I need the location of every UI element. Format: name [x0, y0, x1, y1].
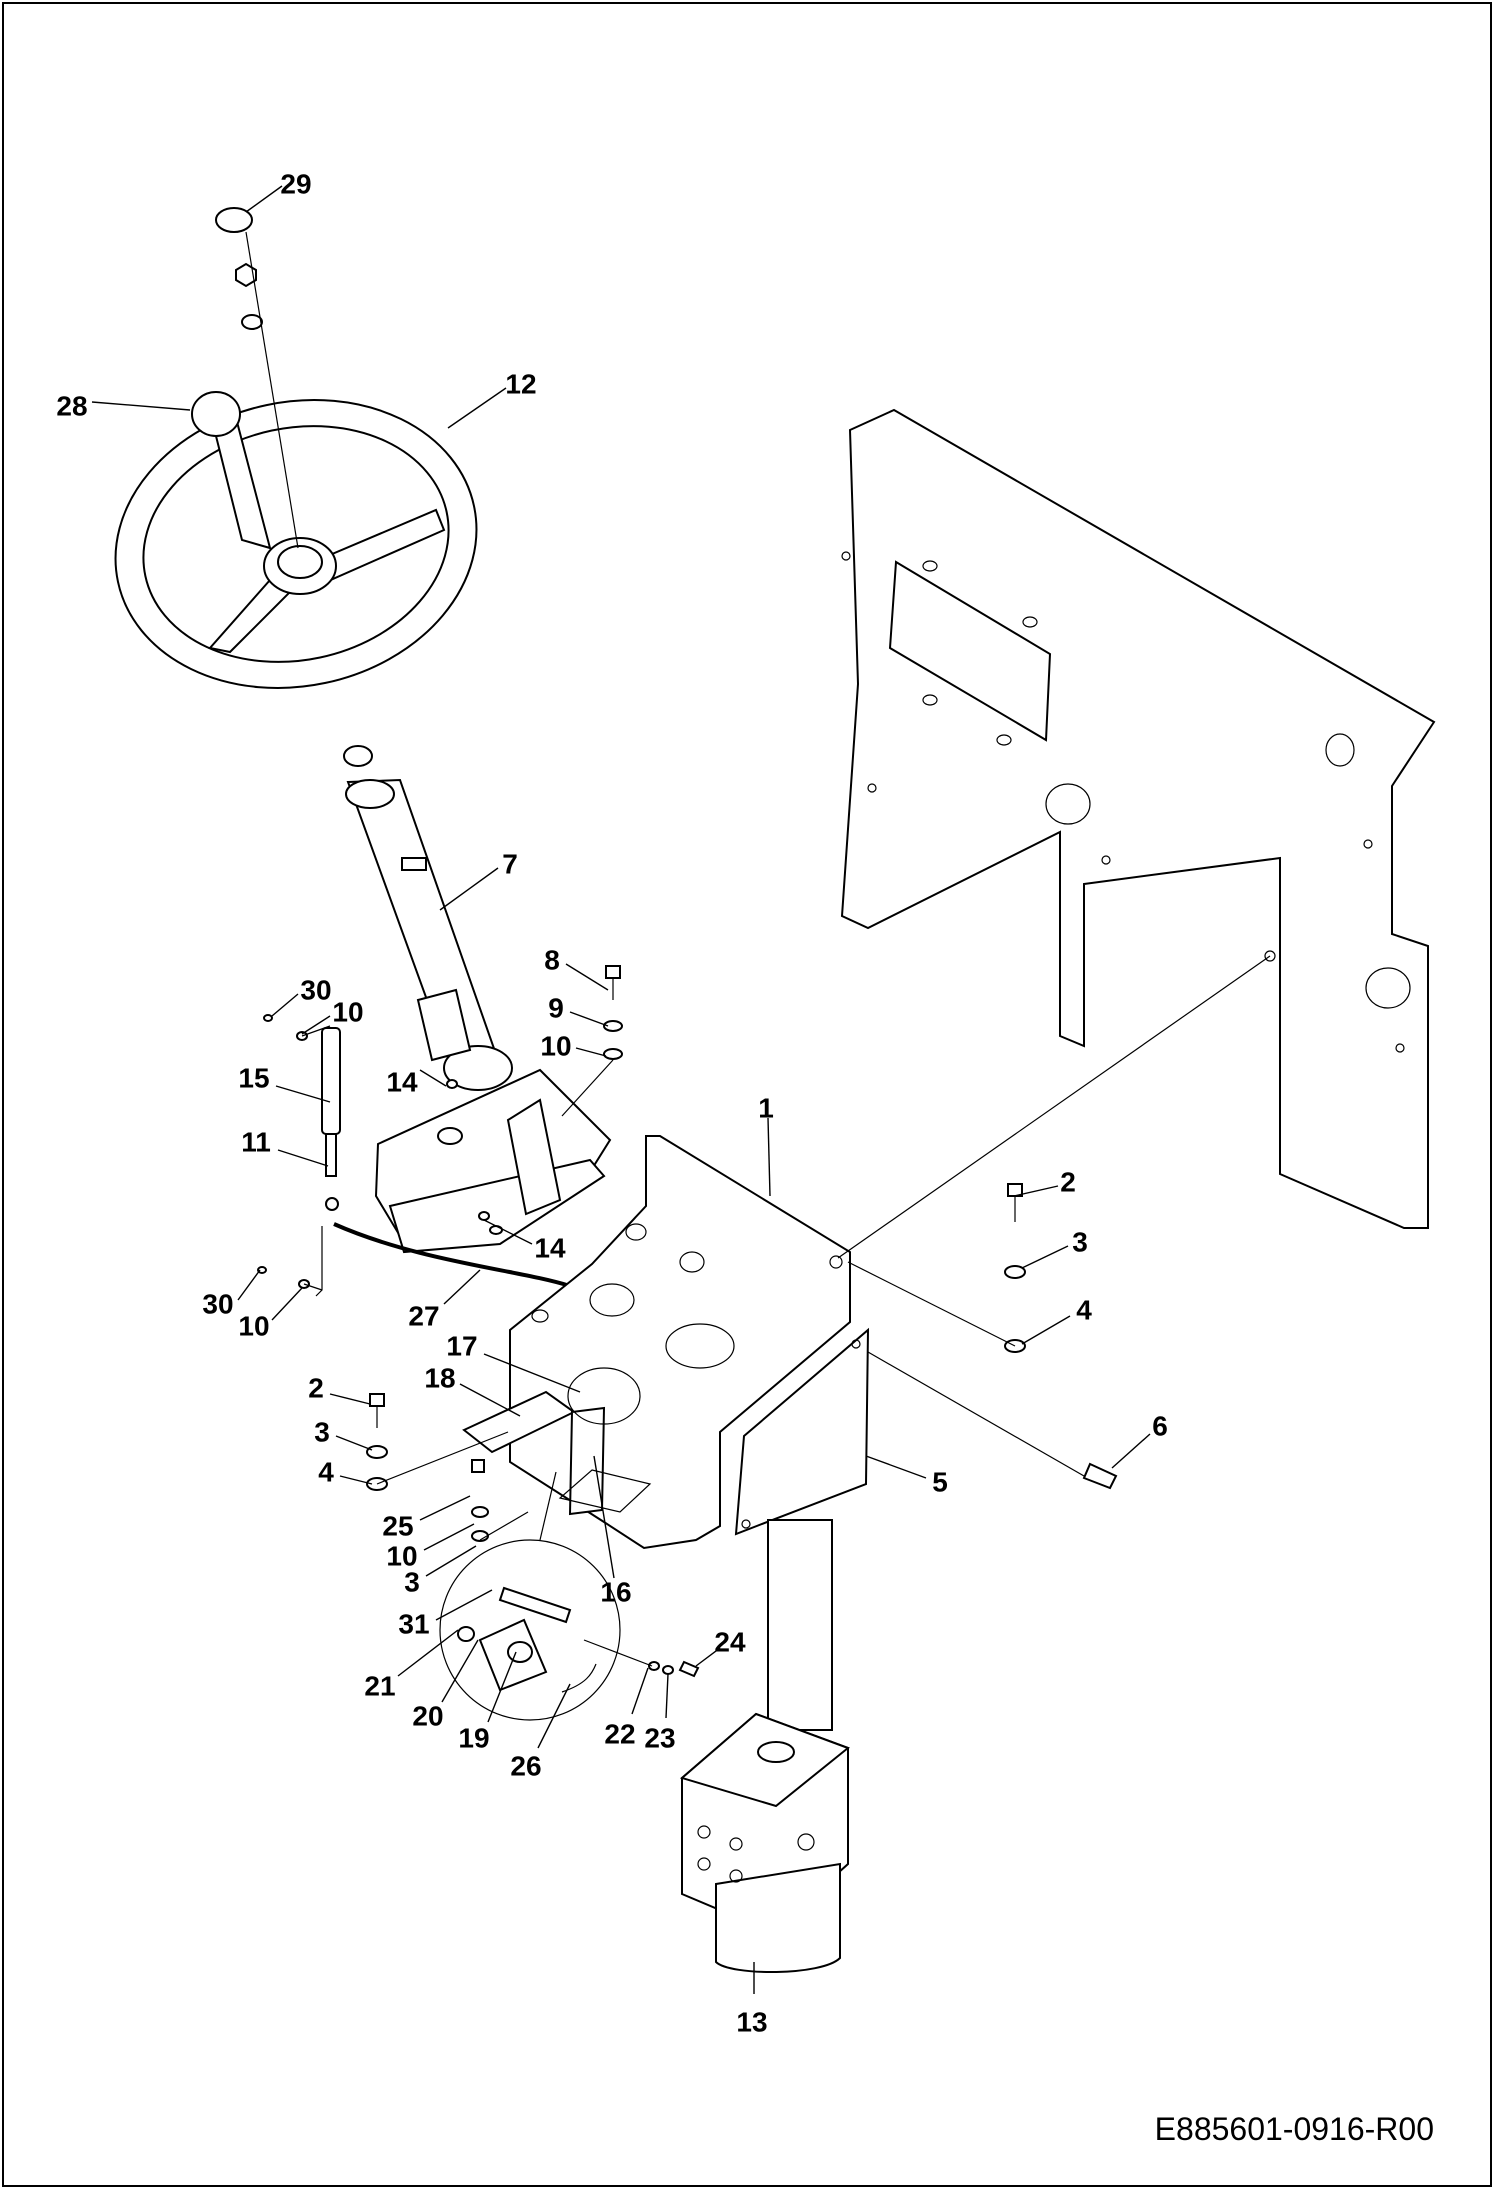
drawing-code: E885601-0916-R00	[1155, 2111, 1434, 2147]
callout-label-c31: 31	[398, 1608, 429, 1639]
gas-spring	[315, 1027, 341, 1297]
callout-label-c11: 11	[241, 1126, 271, 1157]
callout-label-c4a: 4	[1076, 1294, 1092, 1325]
leader-line-c2a	[1013, 1185, 1059, 1197]
callout-label-c16: 16	[600, 1576, 631, 1607]
dashboard-panel	[840, 408, 1436, 1229]
leader-line-c19	[487, 1651, 517, 1723]
leader-line-c25	[419, 1495, 471, 1521]
leader-line-c5	[865, 1455, 927, 1479]
callout-label-c15: 15	[238, 1062, 269, 1093]
steering-wheel	[114, 391, 478, 689]
callout-label-c4b: 4	[318, 1456, 334, 1487]
callout-label-c22: 22	[604, 1718, 635, 1749]
callout-label-c19: 19	[458, 1722, 489, 1753]
leader-line-c18	[459, 1383, 521, 1417]
callout-label-c3a: 3	[1072, 1226, 1088, 1257]
leader-line-c10d	[423, 1523, 475, 1551]
leader-line-c22	[631, 1667, 649, 1715]
leader-line-c12	[447, 387, 507, 429]
leader-line-c3b	[335, 1435, 373, 1451]
cover-plate	[734, 1327, 870, 1536]
callout-label-c23: 23	[644, 1722, 675, 1753]
leader-line-c20	[441, 1639, 479, 1703]
detail-circle	[439, 1539, 621, 1721]
leader-line-c3a	[1021, 1245, 1069, 1269]
callout-label-c10c: 10	[238, 1310, 269, 1341]
callout-label-c10b: 10	[540, 1030, 571, 1061]
callout-label-c27: 27	[408, 1300, 439, 1331]
leader-line-c30b	[237, 1269, 261, 1301]
leader-line-c14b	[483, 1219, 533, 1245]
callout-label-c18: 18	[424, 1362, 455, 1393]
callout-label-c10d: 10	[386, 1540, 417, 1571]
callout-label-c7: 7	[502, 848, 518, 879]
leader-line-c7	[439, 867, 499, 911]
steering-unit	[679, 1519, 850, 1973]
callout-label-c14b: 14	[534, 1232, 566, 1263]
leader-line-c23	[665, 1673, 669, 1719]
callout-leaders	[91, 185, 1151, 1994]
callout-label-c28: 28	[56, 390, 87, 421]
leader-line-c10c	[271, 1287, 303, 1321]
callout-label-c29: 29	[280, 168, 311, 199]
leader-line-c14a	[419, 1069, 447, 1087]
leader-line-c6	[1111, 1433, 1151, 1469]
leader-line-c31	[435, 1589, 493, 1621]
callout-label-c17: 17	[446, 1330, 477, 1361]
leader-line-c10a	[301, 1015, 331, 1035]
leader-line-c28	[91, 401, 191, 411]
callout-label-c6: 6	[1152, 1410, 1168, 1441]
leader-line-c27	[443, 1269, 481, 1305]
pedal-assembly	[462, 1367, 652, 1516]
callout-label-c1: 1	[758, 1092, 774, 1123]
leader-line-c29	[245, 185, 283, 213]
assembly-lines	[301, 955, 1271, 1667]
leader-line-c4a	[1021, 1315, 1071, 1345]
leader-line-c1	[767, 1117, 771, 1197]
callout-label-c24: 24	[714, 1626, 746, 1657]
leader-line-c9	[569, 1011, 609, 1027]
leader-line-c10b	[575, 1047, 607, 1057]
hub-cap-parts	[215, 207, 299, 549]
leader-line-c2b	[329, 1393, 371, 1405]
leader-line-c24	[695, 1647, 721, 1667]
leader-line-c16	[593, 1455, 615, 1579]
callout-label-c30b: 30	[202, 1288, 233, 1319]
leader-line-c26	[537, 1683, 571, 1749]
leader-line-c8	[565, 963, 609, 991]
leader-line-c21	[397, 1629, 459, 1677]
pivot-bracket	[374, 1068, 612, 1254]
horn-knob	[191, 391, 241, 437]
callout-label-c21: 21	[364, 1670, 395, 1701]
steering-column	[343, 745, 513, 1091]
leader-line-c15	[275, 1085, 331, 1103]
callout-label-c30a: 30	[300, 974, 331, 1005]
callout-label-c2a: 2	[1060, 1166, 1076, 1197]
callout-label-c3b: 3	[314, 1416, 330, 1447]
callout-label-c14a: 14	[386, 1066, 418, 1097]
callout-label-c12: 12	[505, 368, 536, 399]
callout-label-c2b: 2	[308, 1372, 324, 1403]
leader-line-c11	[277, 1149, 329, 1167]
callout-label-c25: 25	[382, 1510, 413, 1541]
callout-label-c10a: 10	[332, 996, 363, 1027]
callout-label-c5: 5	[932, 1466, 948, 1497]
callout-label-c9: 9	[548, 992, 564, 1023]
leader-line-c4b	[339, 1475, 373, 1485]
callout-label-c13: 13	[736, 2006, 767, 2037]
callout-label-c8: 8	[544, 944, 560, 975]
leader-line-c30a	[271, 993, 299, 1017]
leader-line-c3c	[425, 1545, 477, 1577]
leader-line-c17	[483, 1353, 581, 1393]
callout-label-c3c: 3	[404, 1566, 420, 1597]
callout-label-c26: 26	[510, 1750, 541, 1781]
callout-label-c20: 20	[412, 1700, 443, 1731]
